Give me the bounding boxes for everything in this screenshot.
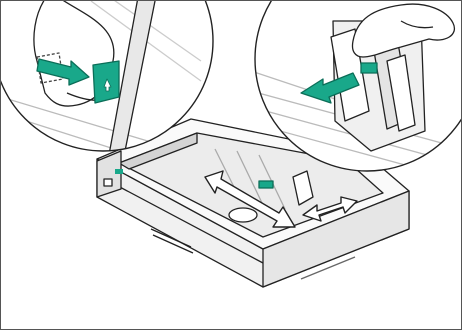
release-lever-icon: [93, 61, 119, 103]
